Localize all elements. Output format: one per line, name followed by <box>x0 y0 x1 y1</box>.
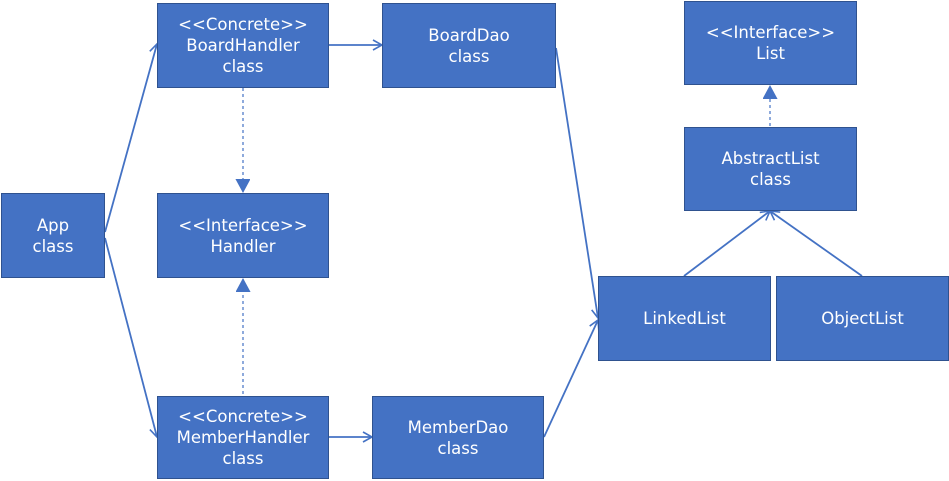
edge-memberdao-to-linkedlist <box>543 318 600 438</box>
node-list-interface[interactable]: <<Interface>> List <box>684 1 857 85</box>
node-label: List <box>756 44 785 63</box>
node-stereotype: <<Concrete>> <box>178 15 308 34</box>
node-stereotype: <<Interface>> <box>705 23 836 42</box>
node-label: App <box>36 215 70 235</box>
node-label: class <box>448 46 490 66</box>
node-label: MemberDao <box>407 417 509 437</box>
edge-app-to-memberhandler <box>104 237 161 439</box>
node-stereotype: <<Concrete>> <box>178 407 308 426</box>
node-app-class[interactable]: App class <box>1 193 105 278</box>
node-boarddao-class[interactable]: BoardDao class <box>382 3 556 88</box>
edge-linkedlist-to-abstractlist <box>683 210 772 277</box>
node-label: LinkedList <box>643 309 726 328</box>
node-objectlist[interactable]: ObjectList <box>776 276 949 361</box>
node-boardhandler-class[interactable]: <<Concrete>> BoardHandler class <box>157 3 329 88</box>
node-label: class <box>750 170 791 189</box>
node-label: ObjectList <box>821 309 904 328</box>
edge-boarddao-to-linkedlist <box>555 47 603 320</box>
node-linkedlist[interactable]: LinkedList <box>598 276 771 361</box>
node-label: class <box>222 449 264 468</box>
node-stereotype: <<Interface>> <box>178 215 308 235</box>
node-handler-interface[interactable]: <<Interface>> Handler <box>157 193 329 278</box>
node-abstractlist-class[interactable]: AbstractList class <box>684 127 857 211</box>
node-label: BoardHandler <box>186 36 300 55</box>
node-label: Handler <box>210 236 276 256</box>
node-memberdao-class[interactable]: MemberDao class <box>372 396 544 479</box>
node-label: class <box>32 236 74 256</box>
edge-app-to-boardhandler <box>104 42 161 233</box>
node-label: MemberHandler <box>176 428 310 447</box>
node-label: AbstractList <box>721 149 820 168</box>
edge-objectlist-to-abstractlist <box>768 210 863 277</box>
node-label: BoardDao <box>428 25 510 45</box>
node-memberhandler-class[interactable]: <<Concrete>> MemberHandler class <box>157 396 329 479</box>
node-label: class <box>437 438 479 458</box>
node-label: class <box>222 57 264 76</box>
